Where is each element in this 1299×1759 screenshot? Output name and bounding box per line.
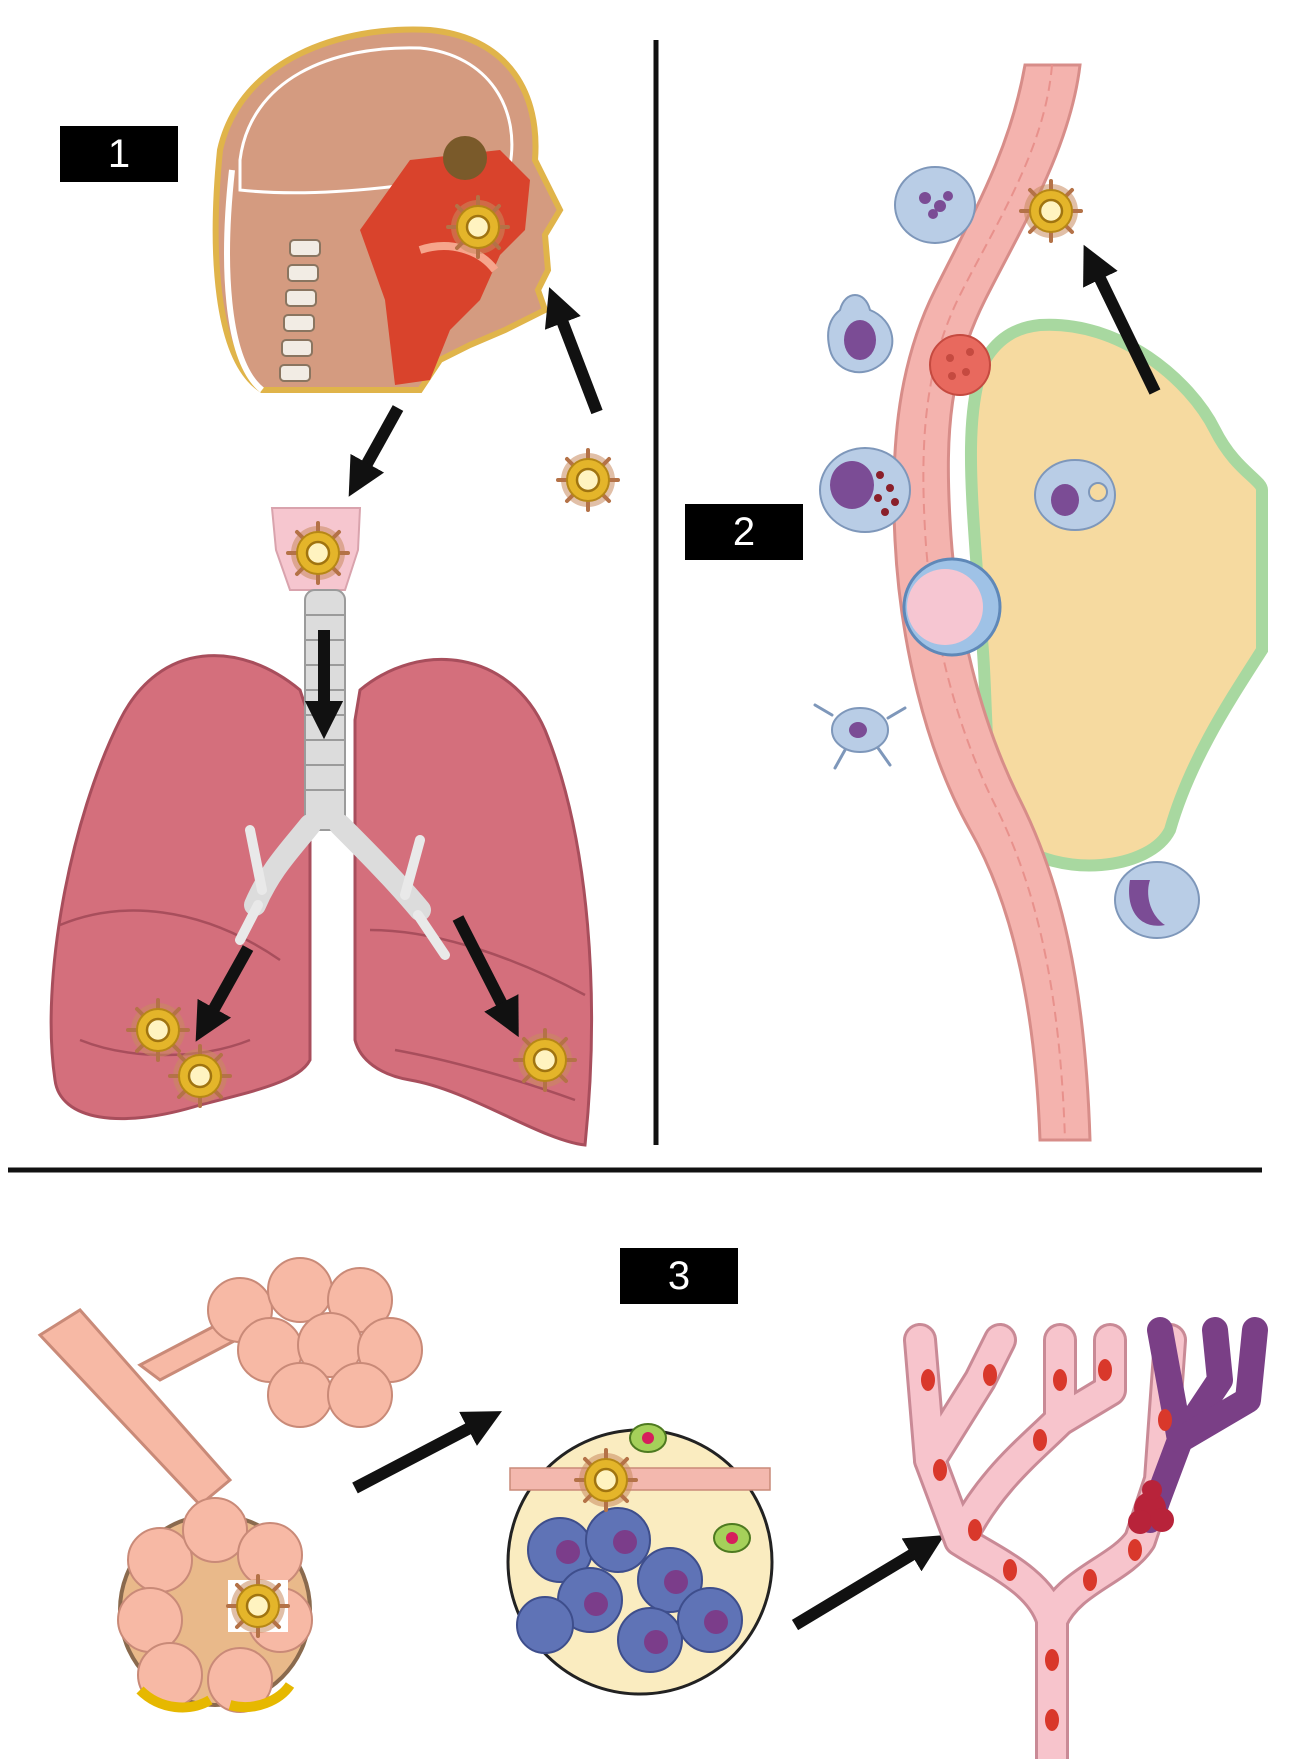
immune-cell-icon — [813, 703, 907, 770]
alveolar-sac — [207, 1257, 423, 1428]
virus-particle-icon — [226, 1574, 290, 1638]
immune-cell-icon — [894, 166, 976, 244]
tissue-compartment — [964, 318, 1268, 872]
immune-cell-icon — [902, 557, 1002, 657]
immune-cell-icon — [1114, 861, 1200, 939]
arrow-right-lung — [452, 915, 519, 1038]
virus-particle-icon — [513, 1028, 577, 1092]
alveolar-sac — [117, 1497, 313, 1713]
bronchiole — [37, 1308, 233, 1508]
virus-particle-icon — [446, 195, 510, 259]
tumor-zoom-circle — [506, 1423, 774, 1696]
virus-particle-icon — [126, 998, 190, 1062]
panel-label-2: 2 — [685, 504, 803, 560]
red-blood-cell-icon — [929, 334, 991, 396]
arrow-to-zoom-circle — [352, 1411, 503, 1494]
head-sagittal-section — [212, 26, 564, 393]
immune-cell-icon — [1034, 459, 1116, 531]
virus-particle-icon — [286, 521, 350, 585]
virus-particle-icon — [556, 448, 620, 512]
virus-particle-icon — [1019, 179, 1083, 243]
red-blood-cell-icon — [921, 1359, 1172, 1731]
capillary-network — [903, 1317, 1268, 1759]
arrow-into-vessel — [1083, 244, 1161, 395]
virus-particle-icon — [574, 1448, 638, 1512]
arrow-left-lung — [195, 945, 254, 1042]
arrow-into-nose — [544, 287, 603, 415]
immune-cell-icon — [629, 1423, 751, 1553]
panel-2-illustration — [813, 63, 1268, 1142]
virus-particle-icon — [168, 1044, 232, 1108]
panel-label-1: 1 — [60, 126, 178, 182]
immune-cell-icon — [819, 447, 911, 533]
tumor-mass — [1128, 1480, 1174, 1534]
panel-3-illustration — [37, 1257, 1268, 1759]
arrow-head-to-larynx — [348, 405, 404, 497]
arrow-to-vasculature — [791, 1535, 945, 1631]
immune-cell-icon — [827, 294, 894, 374]
panel-1-illustration — [49, 26, 620, 1147]
larynx — [270, 507, 362, 591]
panel-label-3: 3 — [620, 1248, 738, 1304]
lungs — [49, 589, 594, 1147]
